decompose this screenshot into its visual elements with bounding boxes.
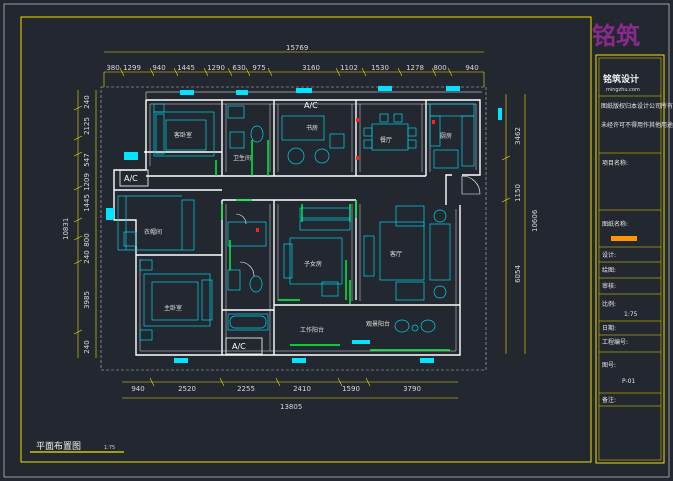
left-dim-label: 240 bbox=[83, 250, 91, 263]
bottom-dim-label: 940 bbox=[131, 385, 144, 393]
field-scale: 比例: bbox=[602, 300, 616, 308]
bottom-total-dim: 13805 bbox=[280, 403, 302, 411]
title-block: 铭筑设计 mingzhu.com 图纸版权归本设计公司所有 未经许可不得用作其他… bbox=[595, 54, 673, 464]
field-drawing-no: 图号: bbox=[602, 362, 616, 369]
walls bbox=[113, 91, 482, 356]
left-dim-label: 1445 bbox=[83, 194, 91, 212]
top-dim-label: 975 bbox=[252, 64, 265, 72]
copyright-note-1: 图纸版权归本设计公司所有 bbox=[601, 102, 673, 110]
company-website: mingzhu.com bbox=[606, 87, 640, 93]
room-bath-upper: 卫生间 bbox=[233, 154, 251, 162]
right-dim-label: 6054 bbox=[514, 265, 522, 283]
room-study: 书房 bbox=[306, 124, 318, 132]
bottom-dimension-labels: 940 2520 2255 2410 1590 3790 bbox=[131, 385, 421, 393]
room-work-balcony: 工作阳台 bbox=[300, 326, 324, 334]
field-drafting: 绘图: bbox=[602, 266, 616, 274]
left-dim-label: 240 bbox=[83, 95, 91, 108]
field-review: 审核: bbox=[602, 282, 616, 290]
top-dim-label: 1299 bbox=[123, 64, 141, 72]
ac-label-1: A/C bbox=[124, 174, 138, 183]
left-dimension-labels: 240 2125 547 1209 1445 800 240 3985 240 bbox=[83, 95, 91, 353]
top-dim-label: 1445 bbox=[177, 64, 195, 72]
dimensions bbox=[77, 51, 526, 399]
room-child: 子女房 bbox=[304, 260, 322, 268]
top-dim-label: 630 bbox=[232, 64, 245, 72]
left-dim-label: 2125 bbox=[83, 117, 91, 135]
left-dim-label: 547 bbox=[83, 153, 91, 166]
bottom-dim-label: 2255 bbox=[237, 385, 255, 393]
left-dim-label: 800 bbox=[83, 233, 91, 246]
bottom-dim-label: 1590 bbox=[342, 385, 360, 393]
bottom-dim-label: 2520 bbox=[178, 385, 196, 393]
left-dim-label: 240 bbox=[83, 340, 91, 353]
top-dim-label: 800 bbox=[433, 64, 446, 72]
left-dim-label: 3985 bbox=[83, 291, 91, 309]
field-remarks: 备注: bbox=[602, 396, 616, 404]
door-swings bbox=[235, 175, 481, 277]
room-view-balcony: 观景阳台 bbox=[366, 320, 390, 328]
room-cloakroom: 衣帽间 bbox=[144, 228, 162, 236]
top-dimension-labels: 380 1299 940 1445 1290 630 975 3160 1102 1530 1278… bbox=[106, 64, 478, 72]
room-dining: 餐厅 bbox=[380, 136, 392, 144]
top-dim-label: 1102 bbox=[340, 64, 358, 72]
field-project-name: 项目名称: bbox=[602, 159, 628, 167]
top-dim-label: 380 bbox=[106, 64, 119, 72]
field-drawing-name: 图纸名称: bbox=[602, 220, 628, 228]
drawing-name-bar bbox=[611, 236, 637, 241]
ac-label-3: A/C bbox=[304, 101, 318, 110]
ac-label-2: A/C bbox=[232, 342, 246, 351]
door-marks bbox=[215, 140, 450, 351]
right-dim-label: 1150 bbox=[514, 184, 522, 202]
plan-scale: 1:75 bbox=[104, 445, 115, 451]
copyright-note-2: 未经许可不得用作其他用途 bbox=[601, 121, 673, 129]
right-dim-label: 3462 bbox=[514, 127, 522, 145]
furniture bbox=[117, 103, 475, 341]
room-living: 客厅 bbox=[390, 250, 402, 258]
top-dim-label: 3160 bbox=[302, 64, 320, 72]
bottom-dim-label: 3790 bbox=[403, 385, 421, 393]
top-dim-label: 940 bbox=[152, 64, 165, 72]
field-project-no: 工程编号: bbox=[602, 338, 628, 346]
plan-caption: 平面布置图 bbox=[36, 440, 81, 452]
field-scale-value: 1:75 bbox=[624, 311, 638, 318]
room-kitchen: 厨房 bbox=[440, 132, 452, 140]
room-secondary-bedroom: 客卧室 bbox=[174, 131, 192, 139]
top-total-dim: 15769 bbox=[286, 44, 308, 52]
field-drawing-no-value: P-01 bbox=[622, 378, 635, 385]
drawing-frame bbox=[3, 3, 670, 478]
left-dim-label: 1209 bbox=[83, 173, 91, 191]
top-dim-label: 1290 bbox=[207, 64, 225, 72]
site-boundary bbox=[100, 86, 487, 371]
room-master-bedroom: 主卧室 bbox=[164, 304, 182, 312]
ac-units bbox=[119, 169, 263, 355]
company-name: 铭筑设计 bbox=[603, 73, 639, 85]
plan-border bbox=[20, 16, 592, 463]
right-total-dim: 10606 bbox=[531, 209, 539, 232]
windows bbox=[106, 86, 502, 363]
top-dim-label: 1278 bbox=[406, 64, 424, 72]
left-total-dim: 10831 bbox=[62, 218, 70, 240]
brand-logo: 铭筑 bbox=[592, 22, 640, 50]
bottom-dim-label: 2410 bbox=[293, 385, 311, 393]
dimension-ticks bbox=[73, 67, 511, 387]
outlet-markers bbox=[256, 118, 435, 232]
top-dim-label: 1530 bbox=[371, 64, 389, 72]
field-date: 日期: bbox=[602, 324, 616, 332]
right-dimension-labels: 3462 1150 6054 bbox=[514, 127, 522, 283]
top-dim-label: 940 bbox=[465, 64, 478, 72]
field-design: 设计: bbox=[602, 251, 616, 259]
